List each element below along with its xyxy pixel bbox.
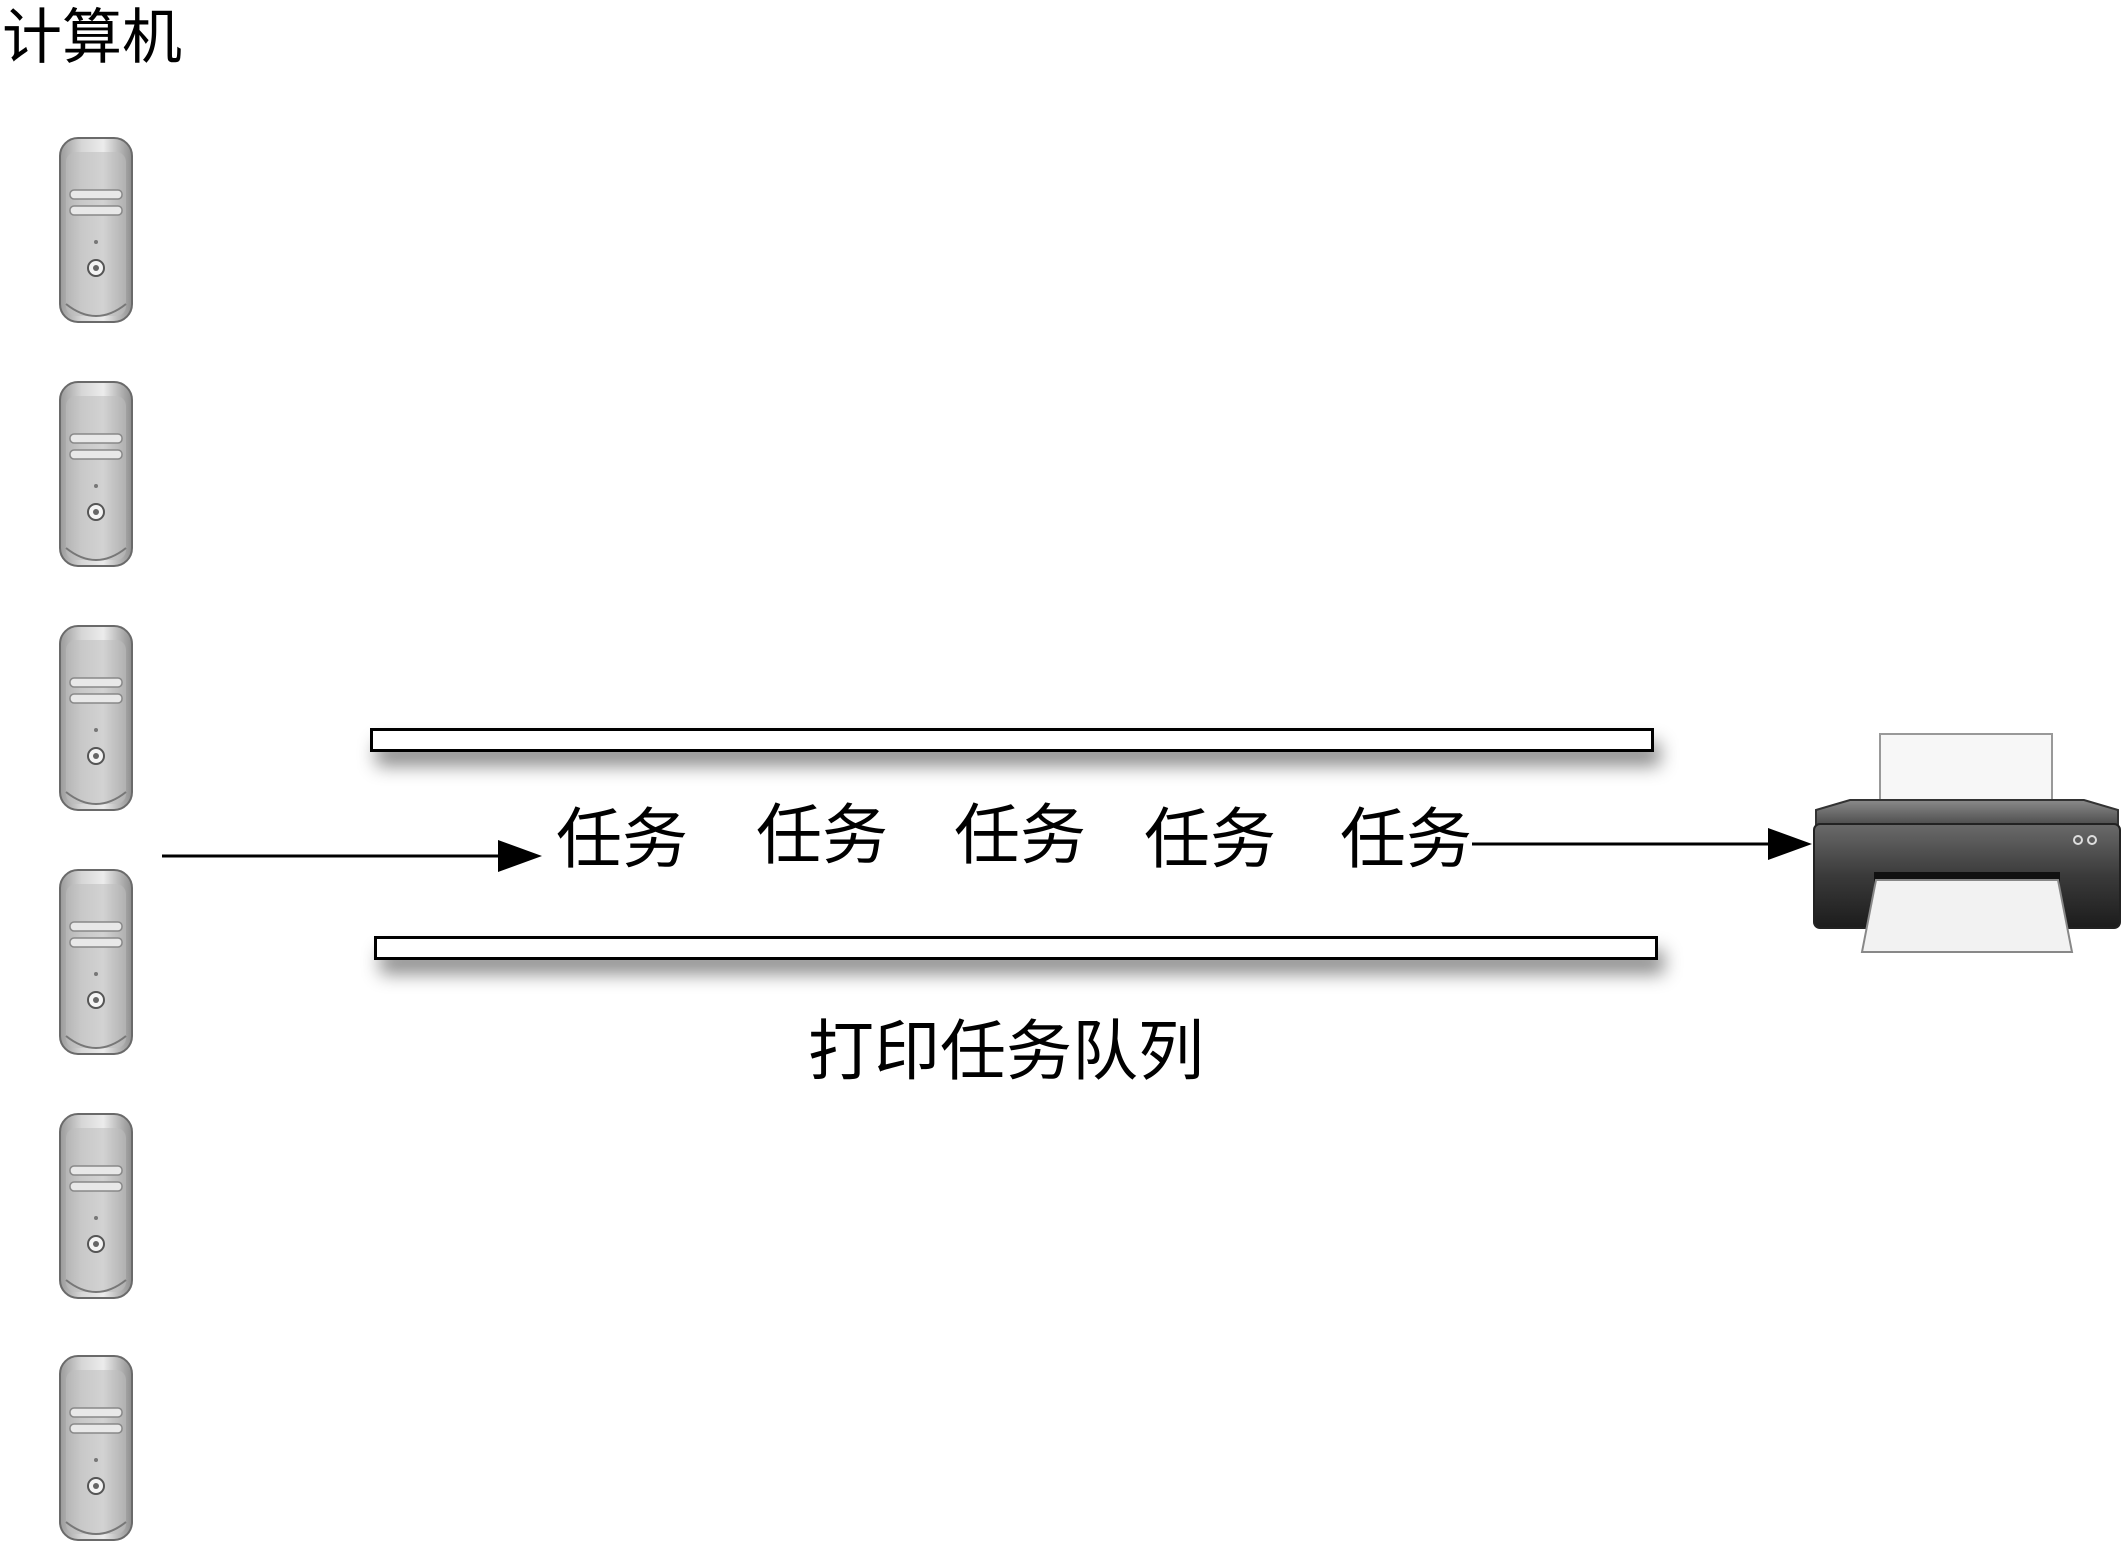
computer-tower-icon — [56, 864, 136, 1060]
queue-task: 任务 — [756, 797, 888, 874]
print-queue-label: 打印任务队列 — [808, 1013, 1204, 1090]
queue-task: 任务 — [556, 801, 688, 878]
computer-tower-icon — [56, 1108, 136, 1304]
computer-tower-icon — [56, 376, 136, 572]
arrow-to-printer — [1472, 828, 1812, 860]
queue-top-rail — [370, 728, 1654, 752]
queue-task: 任务 — [954, 797, 1086, 874]
computer-tower-icon — [56, 132, 136, 328]
printer-icon — [1810, 730, 2124, 958]
computer-tower-icon — [56, 620, 136, 816]
queue-task: 任务 — [1144, 801, 1276, 878]
arrow-into-queue — [162, 840, 542, 872]
queue-bottom-rail — [374, 936, 1658, 960]
queue-task: 任务 — [1340, 801, 1472, 878]
computer-tower-icon — [56, 1350, 136, 1546]
computers-title: 计算机 — [2, 3, 182, 73]
